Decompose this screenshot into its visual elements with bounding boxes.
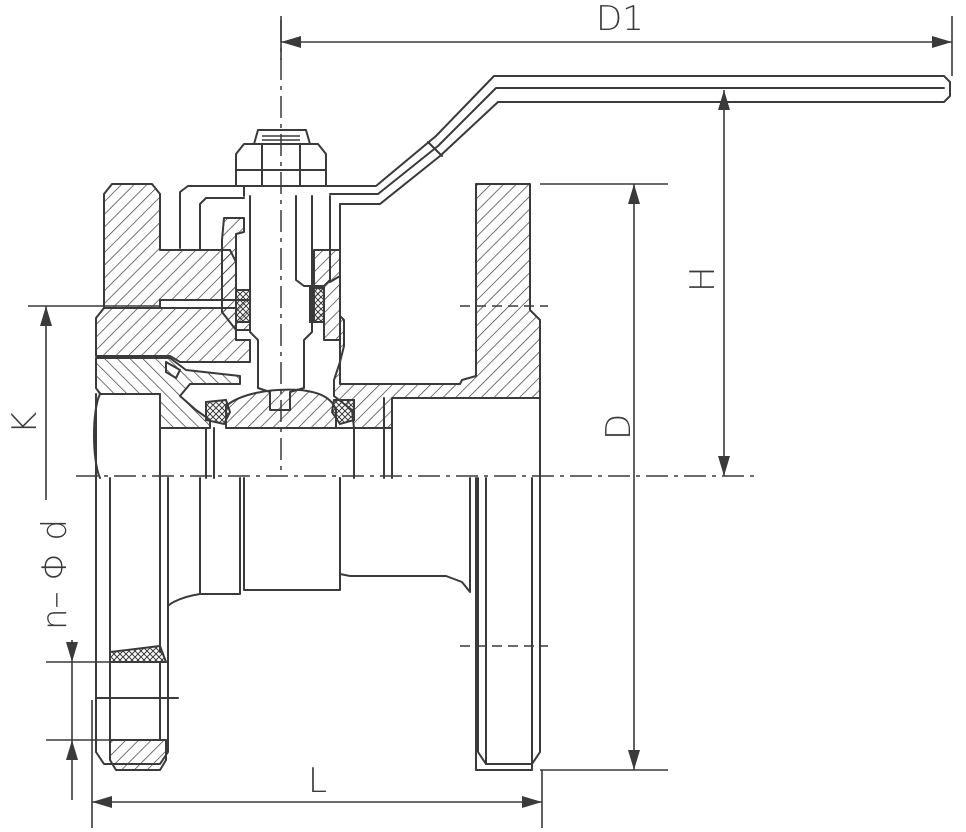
left-flange	[93, 183, 251, 771]
dimension-d1: D1	[280, 0, 953, 76]
label-h: H	[683, 266, 723, 292]
valve-body	[165, 129, 541, 593]
dimension-h: H	[683, 90, 730, 476]
label-d1: D1	[596, 0, 644, 39]
right-flange	[475, 397, 541, 771]
label-n-phi-d: n– Φ d	[35, 519, 75, 630]
dimension-k: K	[5, 305, 160, 500]
lever-handle	[325, 75, 951, 283]
dimension-d: D	[540, 183, 668, 771]
label-l: L	[308, 761, 327, 801]
dimension-n-phi-d: n– Φ d	[35, 519, 110, 800]
label-k: K	[5, 412, 45, 434]
center-lines	[76, 20, 760, 647]
dimension-l: L	[91, 700, 543, 828]
label-d: D	[599, 414, 639, 440]
